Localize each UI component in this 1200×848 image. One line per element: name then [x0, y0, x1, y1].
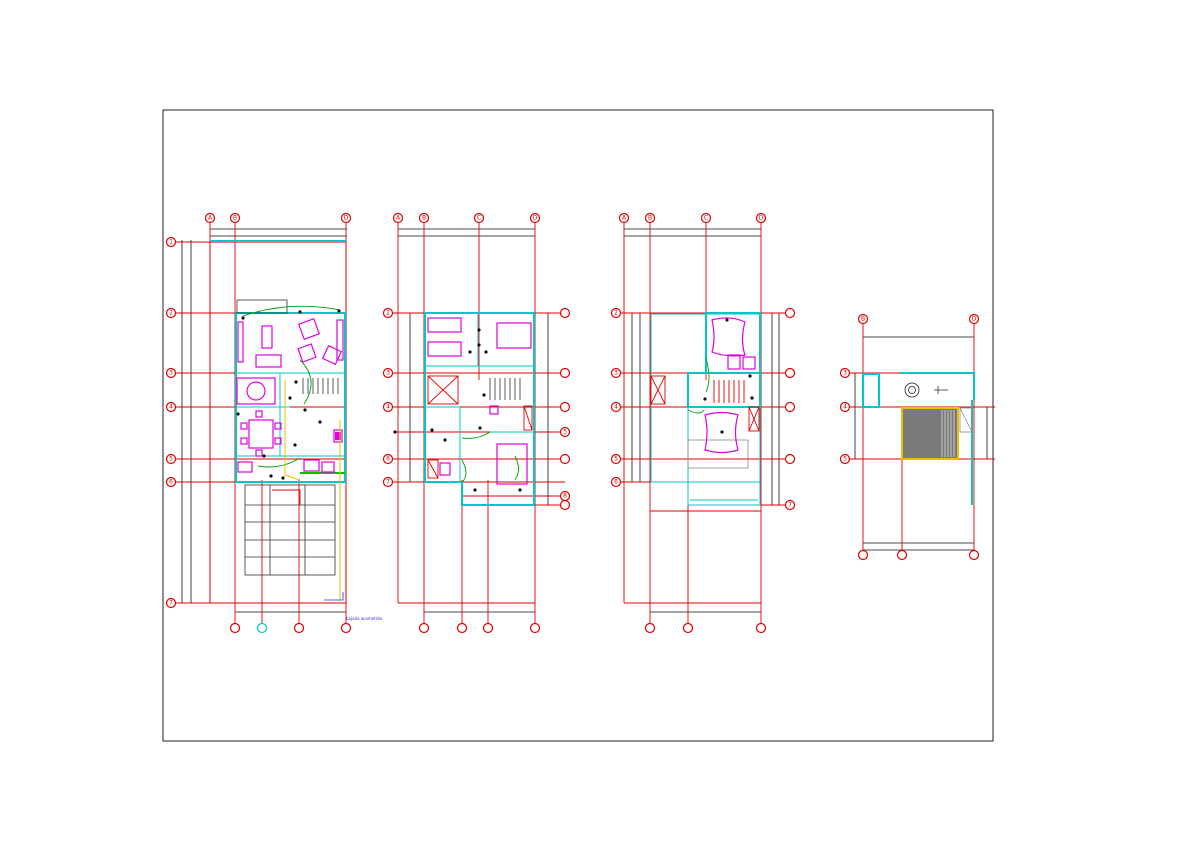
col-bubble-A: A [392, 212, 404, 224]
svg-text:3: 3 [386, 370, 390, 377]
row-bubble-5: 5 [165, 453, 177, 465]
row-bubble-7: 7 [165, 597, 177, 609]
svg-text:6: 6 [614, 479, 618, 486]
svg-text:4: 4 [169, 404, 173, 411]
ground-floor-plan: bajada acometida A B D 1 2 3 4 5 6 7 [165, 212, 382, 634]
svg-text:B: B [422, 215, 426, 222]
svg-text:2: 2 [169, 310, 173, 317]
svg-text:5: 5 [843, 456, 847, 463]
tank-icon [904, 382, 920, 398]
svg-text:A: A [208, 215, 213, 222]
col-bubble-D: D [529, 212, 541, 224]
row-bubble-3: 3 [610, 367, 622, 379]
svg-text:D: D [533, 215, 538, 222]
col-bubble-B: B [229, 212, 241, 224]
svg-text:3: 3 [614, 370, 618, 377]
row-bubble-4: 4 [382, 401, 394, 413]
svg-text:D: D [759, 215, 764, 222]
row-bubble-1: 1 [165, 236, 177, 248]
row-bubble-5: 5 [610, 453, 622, 465]
row-bubble-6: 6 [165, 476, 177, 488]
svg-text:A: A [622, 215, 627, 222]
col-bubble-D: D [968, 313, 980, 325]
bajada-note: bajada acometida [346, 616, 382, 621]
col-bubble-A: A [618, 212, 630, 224]
roof-plan: A B C D 2 3 4 5 6 7 [610, 212, 796, 634]
svg-text:C: C [477, 215, 481, 222]
row-bubble-2: 2 [165, 307, 177, 319]
svg-text:B: B [648, 215, 652, 222]
svg-text:5: 5 [614, 456, 618, 463]
svg-text:6: 6 [386, 456, 390, 463]
svg-text:D: D [972, 316, 977, 323]
row-bubble-4: 4 [839, 401, 851, 413]
detail-plan: B D 3 4 5 [839, 313, 995, 561]
col-bubble-D: D [755, 212, 767, 224]
row-bubble-3: 3 [382, 367, 394, 379]
col-bubble-C: C [473, 212, 485, 224]
row-bubble-4: 4 [610, 401, 622, 413]
svg-text:5: 5 [563, 429, 567, 436]
col-bubble-B: B [857, 313, 869, 325]
sheet-border [162, 109, 994, 742]
col-bubble-D: D [340, 212, 352, 224]
svg-text:4: 4 [614, 404, 618, 411]
svg-text:6: 6 [169, 479, 173, 486]
svg-text:D: D [344, 215, 349, 222]
svg-text:4: 4 [843, 404, 847, 411]
svg-text:1: 1 [169, 239, 173, 246]
row-bubble-2: 2 [382, 307, 394, 319]
first-floor-plan: A B C D 2 3 4 6 7 5 8 [382, 212, 571, 634]
svg-text:7: 7 [788, 502, 792, 509]
row-bubble-6: 6 [610, 476, 622, 488]
svg-text:B: B [233, 215, 237, 222]
svg-text:3: 3 [843, 370, 847, 377]
row-bubble-6: 6 [382, 453, 394, 465]
svg-text:7: 7 [169, 600, 173, 607]
col-bubble-A: A [204, 212, 216, 224]
svg-text:8: 8 [563, 493, 567, 500]
svg-text:C: C [704, 215, 708, 222]
row-bubble-5: 5 [559, 426, 571, 438]
row-bubble-8: 8 [559, 490, 571, 502]
row-bubble-7: 7 [382, 476, 394, 488]
col-bubble-C: C [700, 212, 712, 224]
svg-text:A: A [396, 215, 401, 222]
row-bubble-7: 7 [784, 499, 796, 511]
svg-text:B: B [861, 316, 865, 323]
svg-text:2: 2 [614, 310, 618, 317]
col-bubble-B: B [418, 212, 430, 224]
col-bubble-B: B [644, 212, 656, 224]
svg-text:5: 5 [169, 456, 173, 463]
svg-text:4: 4 [386, 404, 390, 411]
row-bubble-4: 4 [165, 401, 177, 413]
row-bubble-3: 3 [165, 367, 177, 379]
stair-hatch [901, 407, 959, 460]
row-bubble-5: 5 [839, 453, 851, 465]
svg-text:3: 3 [169, 370, 173, 377]
row-bubble-2: 2 [610, 307, 622, 319]
svg-text:7: 7 [386, 479, 390, 486]
row-bubble-3: 3 [839, 367, 851, 379]
svg-text:2: 2 [386, 310, 390, 317]
